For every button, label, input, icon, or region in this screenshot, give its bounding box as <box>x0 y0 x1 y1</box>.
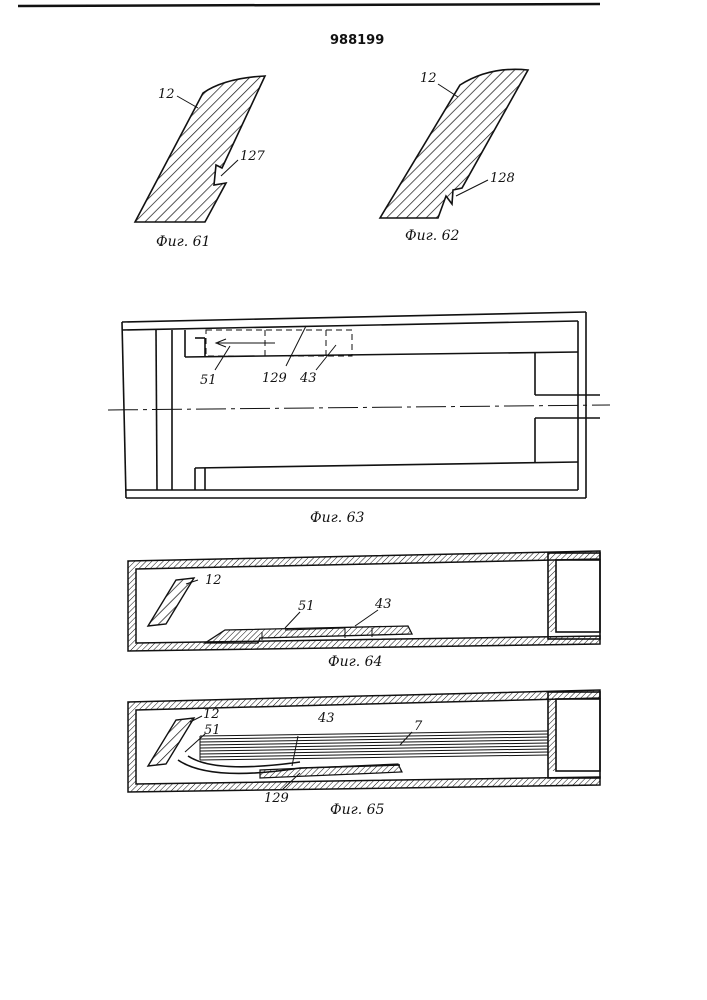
fig65-label-12: 12 <box>203 707 220 722</box>
fig62-label-128: 128 <box>490 171 515 186</box>
fig62-leader-12 <box>438 84 458 97</box>
fig64-label-51: 51 <box>298 599 315 614</box>
fig63-label-43: 43 <box>299 371 317 386</box>
fig65-housing-wall <box>128 690 600 792</box>
patent-number: 988199 <box>330 33 384 48</box>
fig64-label-12: 12 <box>205 573 222 588</box>
fig65-carriage <box>260 764 402 778</box>
fig65-group: 12 51 43 7 129 Фиг. 65 <box>128 690 600 818</box>
fig65-label-129: 129 <box>264 791 289 806</box>
fig62-caption: Фиг. 62 <box>405 228 460 244</box>
fig62-blade-section <box>380 69 528 218</box>
fig61-leader-12 <box>177 96 198 108</box>
fig65-label-43: 43 <box>317 711 335 726</box>
fig61-caption: Фиг. 61 <box>156 234 210 250</box>
fig61-label-12: 12 <box>158 87 175 102</box>
fig64-housing-wall <box>128 551 600 651</box>
fig63-caption: Фиг. 63 <box>310 510 365 526</box>
fig61-label-127: 127 <box>240 149 266 164</box>
fig65-label-7: 7 <box>414 719 423 734</box>
fig63-label-51: 51 <box>200 373 217 388</box>
fig65-caption: Фиг. 65 <box>330 802 385 818</box>
top-border-line <box>18 4 600 6</box>
fig63-label-129: 129 <box>262 371 287 386</box>
fig62-label-12: 12 <box>420 71 437 86</box>
fig63-group: 51 129 43 Фиг. 63 <box>108 312 610 526</box>
fig62-group: 12 128 Фиг. 62 <box>380 69 528 244</box>
fig61-group: 12 127 Фиг. 61 <box>135 76 266 250</box>
fig64-caption: Фиг. 64 <box>328 654 382 670</box>
fig65-sheet-stack-7 <box>200 731 548 760</box>
fig64-group: 12 51 43 Фиг. 64 <box>128 551 600 670</box>
fig64-label-43: 43 <box>374 597 392 612</box>
fig65-label-51: 51 <box>204 723 221 738</box>
fig63-center-axis <box>108 405 610 410</box>
fig65-blade-12 <box>148 718 194 766</box>
fig64-blade-12 <box>148 578 194 626</box>
